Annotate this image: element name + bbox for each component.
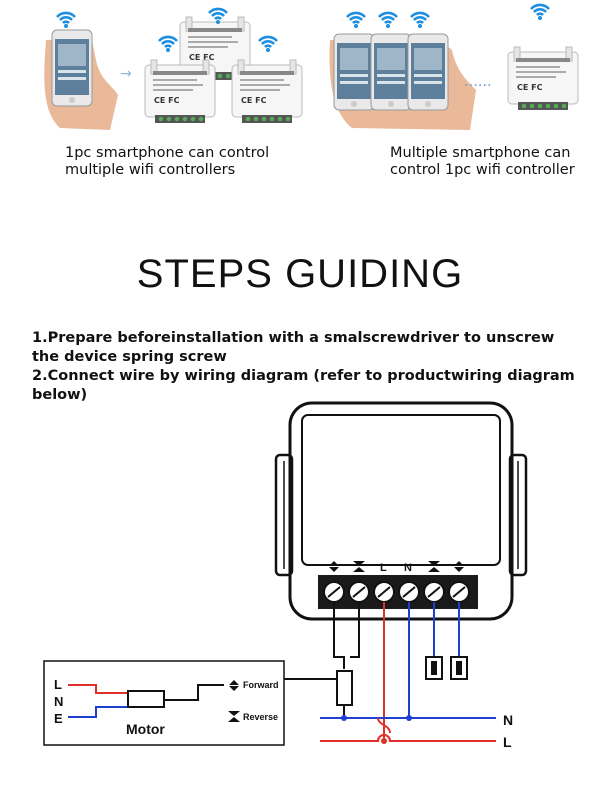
- smartphone-image: [51, 29, 93, 107]
- step1-line1: 1.Prepare beforeinstallation with a smal…: [32, 330, 555, 346]
- step1-line2: the device spring screw: [32, 349, 227, 365]
- forward-symbol-icon: [454, 561, 464, 572]
- left-caption: 1pc smartphone can control multiple wifi…: [65, 145, 305, 179]
- wiring-diagram: L N N L L N E: [43, 401, 528, 750]
- wifi-icon: [157, 35, 179, 54]
- step2-line1: 2.Connect wire by wiring diagram (refer …: [32, 368, 575, 384]
- motor-box: L N E Motor Forward Reverse: [43, 660, 285, 746]
- smartphone-image: [333, 33, 375, 111]
- ellipsis-dots: ......: [464, 74, 492, 90]
- motor-L-label: L: [54, 677, 62, 692]
- motor-N-label: N: [54, 694, 63, 709]
- smartphone-image: [370, 33, 412, 111]
- motor-winding-icon: [127, 690, 165, 708]
- reverse-symbol-icon: [353, 561, 365, 572]
- line-L-label: L: [503, 734, 512, 750]
- external-switches: [425, 656, 468, 680]
- reverse-symbol-icon: [428, 561, 440, 572]
- left-caption-line1: 1pc smartphone can control: [65, 145, 270, 161]
- line-N-label: N: [503, 712, 513, 728]
- wifi-icon: [345, 11, 367, 30]
- controller-device-image: [231, 59, 303, 124]
- forward-symbol-icon: [229, 680, 239, 691]
- right-caption: Multiple smartphone can control 1pc wifi…: [390, 145, 600, 179]
- step2-line2: below): [32, 387, 88, 403]
- reverse-label: Reverse: [243, 712, 278, 722]
- svg-text:→: →: [120, 66, 132, 82]
- forward-symbol-icon: [329, 561, 339, 572]
- motor-label: Motor: [126, 721, 165, 737]
- terminal-L-label: L: [380, 562, 387, 574]
- page-title: STEPS GUIDING: [136, 252, 464, 296]
- terminal-N-label: N: [404, 562, 412, 574]
- smartphone-image: [407, 33, 449, 111]
- right-caption-line1: Multiple smartphone can: [390, 145, 571, 161]
- steps-text: 1.Prepare beforeinstallation with a smal…: [32, 329, 592, 405]
- wifi-icon: [257, 35, 279, 54]
- controller-device-image: [144, 59, 216, 124]
- top-illustration: CE FC →: [44, 3, 579, 130]
- wifi-icon: [55, 11, 77, 30]
- capacitor-connector: [336, 670, 353, 706]
- wifi-icon: [529, 3, 551, 22]
- wifi-icon: [377, 11, 399, 30]
- controller-device-image: [507, 46, 579, 111]
- left-caption-line2: multiple wifi controllers: [65, 162, 236, 178]
- live-line: [320, 734, 496, 742]
- motor-E-label: E: [54, 711, 63, 726]
- right-caption-line2: control 1pc wifi controller: [390, 162, 575, 178]
- wifi-icon: [409, 11, 431, 30]
- forward-label: Forward: [243, 680, 279, 690]
- reverse-symbol-icon: [228, 711, 240, 722]
